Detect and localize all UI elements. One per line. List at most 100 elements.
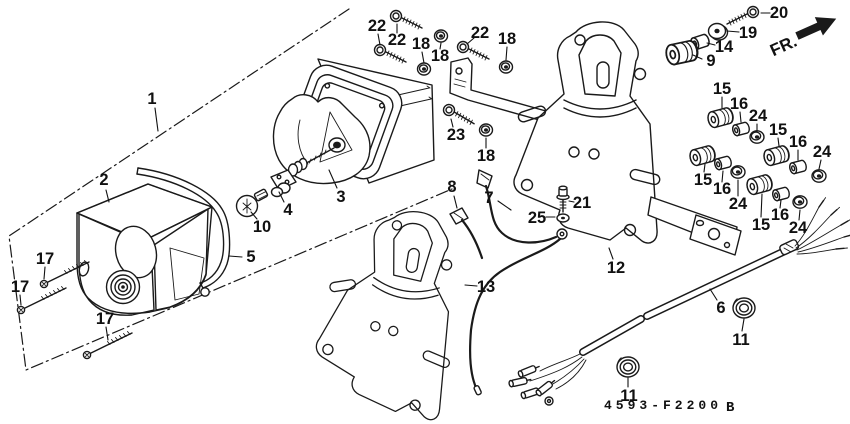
leader-line-6 xyxy=(709,288,718,301)
part-15-grommet xyxy=(761,143,792,168)
part-18-washer xyxy=(416,62,432,76)
part-label-20: 20 xyxy=(770,4,788,22)
fr-label: FR. xyxy=(767,32,800,60)
part-label-18: 18 xyxy=(412,35,430,53)
part-23-bolt xyxy=(441,103,477,126)
leader-line-12 xyxy=(608,247,614,260)
part-24-nut xyxy=(749,130,765,144)
part-label-6: 6 xyxy=(716,299,725,317)
leader-line-22 xyxy=(377,33,381,46)
part-label-1: 1 xyxy=(147,90,156,108)
part-label-5: 5 xyxy=(246,248,255,266)
part-18-washer xyxy=(478,123,494,137)
part-label-18: 18 xyxy=(431,47,449,65)
part-16-collar xyxy=(730,120,752,138)
part-7-wire xyxy=(460,169,558,260)
part-4-socket xyxy=(270,169,297,198)
part-label-11: 11 xyxy=(732,331,749,349)
figure-code-text: 4593-F2200 xyxy=(604,398,722,413)
part-19-washer xyxy=(707,22,729,41)
leader-line-10 xyxy=(250,211,258,220)
part-22-bolt xyxy=(389,9,423,30)
part-label-4: 4 xyxy=(283,201,293,219)
part-label-17: 17 xyxy=(11,278,29,296)
part-label-12: 12 xyxy=(607,259,625,277)
part-22-bolt xyxy=(456,40,490,61)
part-5-gasket xyxy=(136,167,231,289)
leader-line-15 xyxy=(777,137,780,147)
part-13-bracket xyxy=(307,198,474,423)
callouts-layer: 1234567891011111213141515151516161616171… xyxy=(11,4,832,405)
part-label-19: 19 xyxy=(739,24,757,42)
part-label-22: 22 xyxy=(471,24,489,42)
part-1-taillight-unit-boundary xyxy=(8,8,453,371)
leader-line-4 xyxy=(278,191,285,203)
part-18-washer xyxy=(433,29,449,43)
part-label-24: 24 xyxy=(749,107,768,125)
part-label-22: 22 xyxy=(368,17,386,35)
part-label-16: 16 xyxy=(771,206,789,224)
leader-line-18 xyxy=(505,46,508,61)
part-2-lens xyxy=(76,183,213,316)
part-6-harness xyxy=(507,196,850,406)
part-label-24: 24 xyxy=(813,143,832,161)
leader-line-24 xyxy=(818,159,822,170)
part-11-grommet xyxy=(732,297,756,319)
leader-line-7 xyxy=(497,200,512,211)
leader-line-5 xyxy=(228,255,243,258)
leader-line-17 xyxy=(19,294,22,306)
leader-line-13 xyxy=(464,284,478,287)
leader-line-14 xyxy=(706,42,716,46)
part-label-25: 25 xyxy=(528,209,546,227)
part-label-21: 21 xyxy=(573,194,591,212)
leader-line-23 xyxy=(450,118,454,128)
leader-line-2 xyxy=(105,189,110,203)
part-label-7: 7 xyxy=(484,189,493,207)
part-label-10: 10 xyxy=(253,218,271,236)
leader-line-24 xyxy=(798,209,801,221)
part-label-8: 8 xyxy=(447,178,456,196)
part-label-24: 24 xyxy=(789,219,808,237)
part-8-terminal xyxy=(449,207,469,225)
part-label-16: 16 xyxy=(789,133,807,151)
leader-line-19 xyxy=(726,30,740,33)
part-11-grommet xyxy=(616,356,640,378)
leader-line-16 xyxy=(721,170,724,183)
part-15-grommet xyxy=(687,143,718,168)
part-label-17: 17 xyxy=(96,310,114,328)
leader-line-11 xyxy=(741,318,745,332)
leader-line-16 xyxy=(739,111,742,123)
leader-line-22 xyxy=(466,37,475,45)
part-24-nut xyxy=(811,169,827,183)
part-25-nut xyxy=(556,213,570,223)
part-9-grommet xyxy=(663,38,701,67)
part-label-17: 17 xyxy=(36,250,54,268)
leader-line-16 xyxy=(779,199,782,209)
part-label-15: 15 xyxy=(694,171,712,189)
part-label-16: 16 xyxy=(730,95,748,113)
leader-line-1 xyxy=(154,107,159,132)
leader-line-18 xyxy=(421,51,425,64)
part-12-bracket xyxy=(513,21,742,256)
part-24-nut xyxy=(730,165,746,179)
part-15-grommet xyxy=(744,172,775,197)
part-16-collar xyxy=(787,158,809,176)
ground-wire xyxy=(469,228,568,396)
part-label-22: 22 xyxy=(388,31,406,49)
part-16-collar xyxy=(770,185,792,203)
part-label-18: 18 xyxy=(477,147,495,165)
part-20-bolt xyxy=(726,5,760,26)
part-label-23: 23 xyxy=(447,126,465,144)
leader-line-9 xyxy=(692,54,703,60)
leader-line-18 xyxy=(439,42,442,50)
part-16-collar xyxy=(712,154,734,172)
part-18-washer xyxy=(498,60,514,74)
part-label-9: 9 xyxy=(706,52,715,70)
leader-line-21 xyxy=(568,200,575,203)
part-label-13: 13 xyxy=(477,278,495,296)
leader-line-15 xyxy=(703,163,706,173)
part-label-16: 16 xyxy=(713,180,731,198)
leader-line-8 xyxy=(453,195,458,209)
